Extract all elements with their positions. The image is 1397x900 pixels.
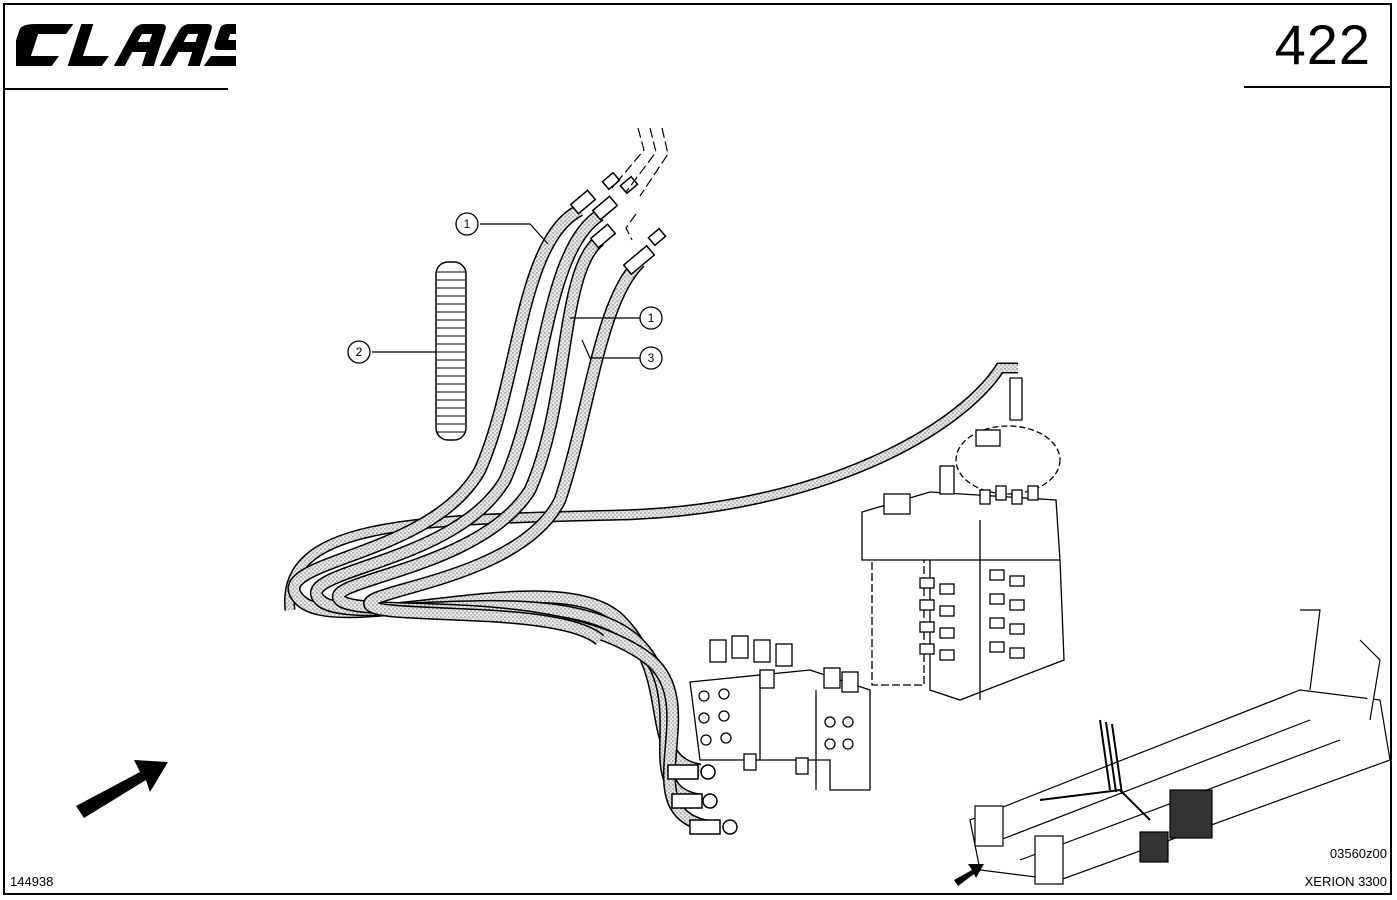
hose-bundle xyxy=(287,204,721,835)
callout-1b-label: 1 xyxy=(648,311,655,325)
callout-1a-label: 1 xyxy=(464,217,471,231)
callout-1a: 1 xyxy=(455,212,479,236)
callout-2-label: 2 xyxy=(356,345,363,359)
callout-3-label: 3 xyxy=(648,351,655,365)
hose-fittings-bottom xyxy=(667,764,738,835)
dashed-supply-lines xyxy=(611,127,669,241)
callout-3: 3 xyxy=(639,346,663,370)
callout-2: 2 xyxy=(347,340,371,364)
page-number: 422 xyxy=(1274,13,1371,76)
figure-number: 144938 xyxy=(10,874,54,889)
valve-block-small xyxy=(689,635,871,791)
page-frame xyxy=(3,3,1392,895)
hose-long-to-valve xyxy=(284,362,1018,611)
machine-overview-inset xyxy=(969,609,1391,885)
header-rule-left xyxy=(3,88,228,90)
hose-fittings-top xyxy=(569,171,667,276)
claas-logo xyxy=(16,24,236,66)
valve-block-large xyxy=(861,377,1065,701)
direction-arrow-inset xyxy=(954,864,984,886)
callout-1b: 1 xyxy=(639,306,663,330)
header-rule-right xyxy=(1244,86,1392,88)
direction-arrow-main xyxy=(76,760,168,818)
drawing-code: 03560z00 xyxy=(1329,846,1387,861)
protective-sleeve xyxy=(435,261,467,441)
model-name: XERION 3300 xyxy=(1304,874,1387,889)
callout-leaders xyxy=(372,223,640,359)
